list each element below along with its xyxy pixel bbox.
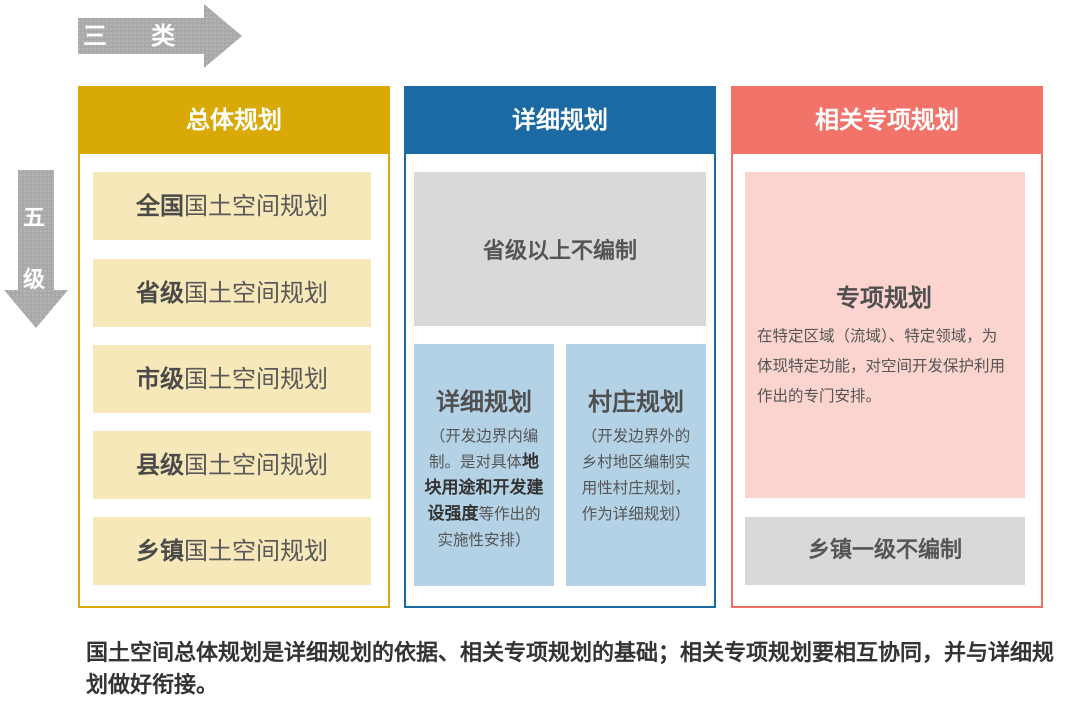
three-types-label: 三 类: [82, 22, 194, 50]
detailed-planning-header: 详细规划: [404, 86, 716, 154]
desc-part-1: （开发边界内编制。是对具体: [428, 427, 539, 471]
level-national: 全国国土空间规划: [93, 172, 371, 240]
special-plan-box: 专项规划 在特定区域（流域）、特定领域，为体现特定功能，对空间开发保护利用作出的…: [745, 172, 1025, 498]
level-suffix: 国土空间规划: [184, 365, 328, 393]
level-prefix: 乡镇: [136, 537, 184, 565]
level-prefix: 市级: [136, 365, 184, 393]
village-plan-box: 村庄规划 （开发边界外的乡村地区编制实用性村庄规划，作为详细规划）: [566, 344, 706, 586]
level-county: 县级国土空间规划: [93, 431, 371, 499]
special-plan-title: 专项规划: [836, 284, 932, 312]
footer-summary: 国土空间总体规划是详细规划的依据、相关专项规划的基础；相关专项规划要相互协同，并…: [86, 641, 1055, 698]
five-levels-label-1: 五: [22, 206, 45, 231]
special-plan-desc: 在特定区域（流域）、特定领域，为体现特定功能，对空间开发保护利用作出的专门安排。: [757, 327, 1006, 405]
level-prefix: 全国: [136, 192, 184, 220]
detailed-plan-title: 详细规划: [436, 388, 532, 416]
five-levels-arrow: [4, 170, 68, 328]
level-provincial: 省级国土空间规划: [93, 259, 371, 327]
village-plan-desc: （开发边界外的乡村地区编制实用性村庄规划，作为详细规划）: [581, 427, 691, 523]
above-provincial-box: 省级以上不编制: [414, 172, 706, 326]
level-municipal: 市级国土空间规划: [93, 345, 371, 413]
village-plan-title: 村庄规划: [588, 388, 684, 416]
level-suffix: 国土空间规划: [184, 192, 328, 220]
level-prefix: 省级: [136, 279, 184, 307]
special-planning-header: 相关专项规划: [731, 86, 1043, 154]
desc-part-2: 等作出的实施性安排）: [437, 505, 541, 549]
level-suffix: 国土空间规划: [184, 451, 328, 479]
level-prefix: 县级: [136, 451, 184, 479]
desc-part-bold: 地块用途和开发建设强度: [424, 452, 544, 524]
detailed-plan-desc: （开发边界内编制。是对具体地块用途和开发建设强度等作出的实施性安排）: [424, 423, 544, 553]
level-suffix: 国土空间规划: [184, 537, 328, 565]
detailed-plan-box: 详细规划 （开发边界内编制。是对具体地块用途和开发建设强度等作出的实施性安排）: [414, 344, 554, 586]
five-levels-label-2: 级: [22, 268, 45, 293]
three-types-arrow: [78, 4, 242, 68]
overall-planning-header: 总体规划: [78, 86, 390, 154]
level-township: 乡镇国土空间规划: [93, 517, 371, 585]
township-not-compiled-box: 乡镇一级不编制: [745, 517, 1025, 585]
level-suffix: 国土空间规划: [184, 279, 328, 307]
